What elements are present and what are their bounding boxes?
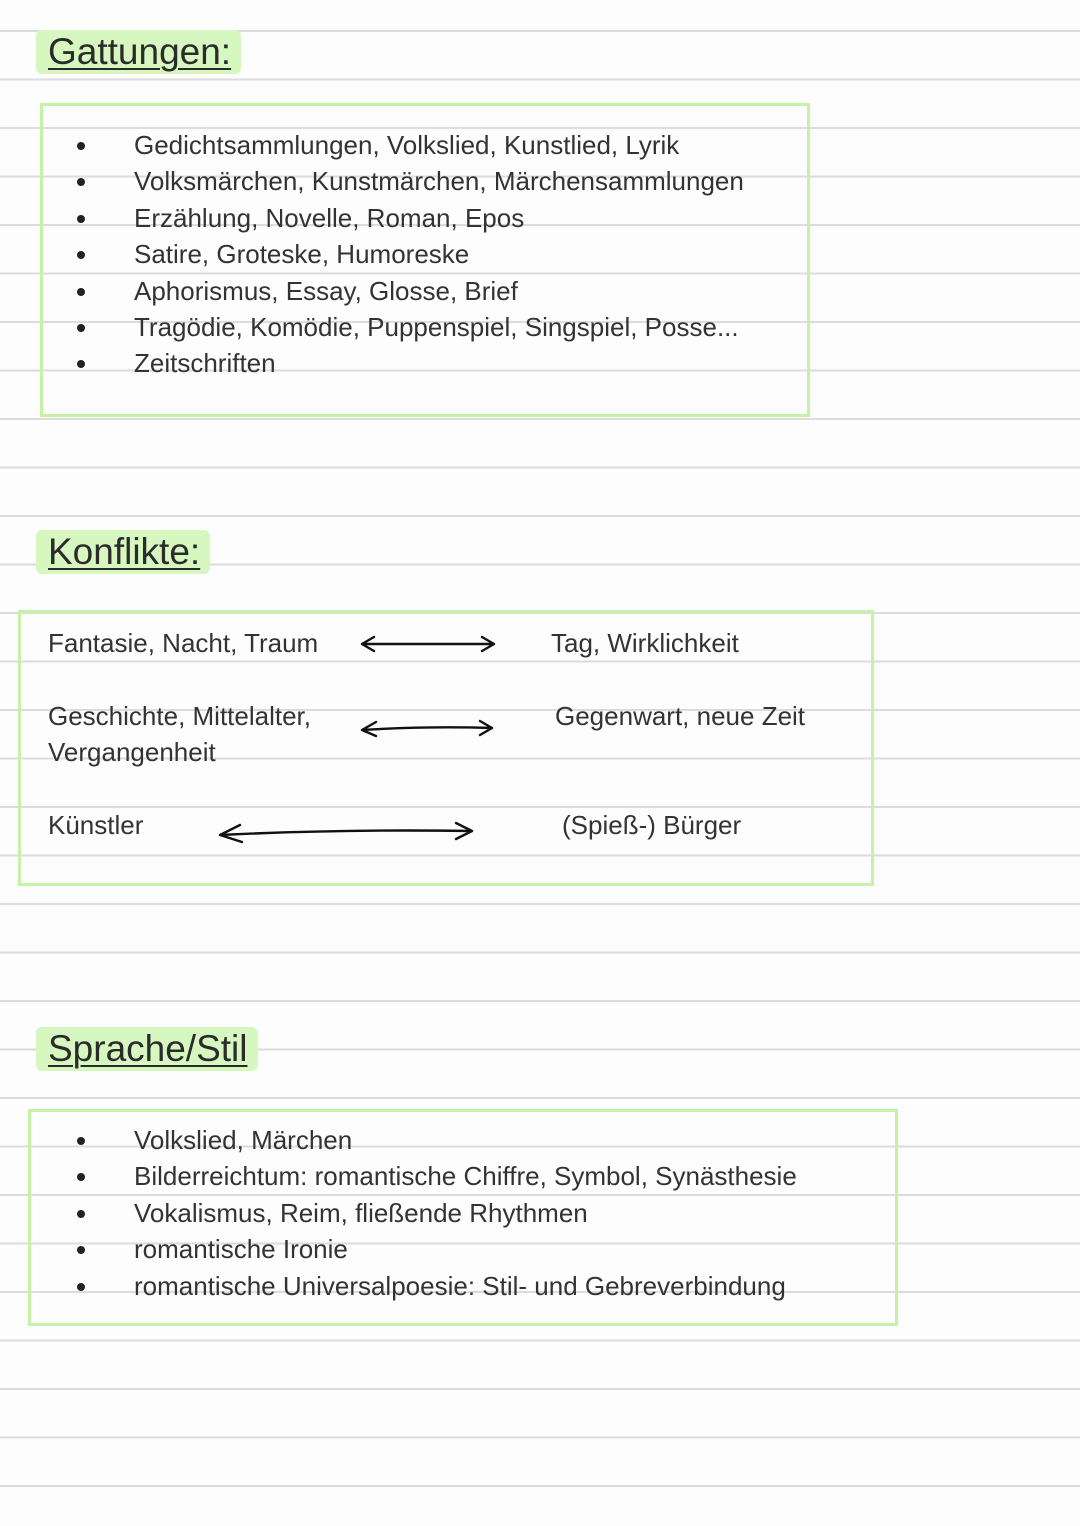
list-item: Gedichtsammlungen, Volkslied, Kunstlied,… bbox=[48, 127, 744, 163]
conflict-left-2: Geschichte, Mittelalter, Vergangenheit bbox=[48, 701, 311, 767]
conflict-left-1: Fantasie, Nacht, Traum bbox=[48, 628, 319, 658]
list-item: romantische Universalpoesie: Stil- und G… bbox=[48, 1268, 797, 1304]
bullet-icon bbox=[77, 323, 85, 332]
gattungen-box bbox=[40, 103, 810, 417]
bullet-icon bbox=[77, 287, 85, 296]
konflikte-box bbox=[18, 610, 874, 886]
conflict-left-3: Künstler bbox=[48, 810, 144, 840]
list-item: Volkslied, Märchen bbox=[48, 1122, 797, 1158]
sprache-list: Volkslied, Märchen Bilderreichtum: roman… bbox=[48, 1122, 797, 1304]
bullet-icon bbox=[77, 1246, 85, 1255]
list-item: Vokalismus, Reim, fließende Rhythmen bbox=[48, 1195, 797, 1231]
double-arrow-icon bbox=[360, 635, 496, 653]
heading-sprache-stil: Sprache/Stil bbox=[36, 1027, 258, 1071]
list-item: Aphorismus, Essay, Glosse, Brief bbox=[48, 273, 744, 309]
bullet-icon bbox=[77, 178, 85, 187]
bullet-icon bbox=[77, 1137, 85, 1145]
heading-gattungen: Gattungen: bbox=[36, 30, 242, 74]
double-arrow-icon bbox=[360, 719, 494, 738]
double-arrow-icon bbox=[218, 821, 474, 844]
bullet-icon bbox=[77, 1282, 85, 1291]
bullet-icon bbox=[77, 251, 85, 260]
heading-konflikte: Konflikte: bbox=[36, 530, 211, 574]
bullet-icon bbox=[77, 214, 85, 223]
gattungen-list: Gedichtsammlungen, Volkslied, Kunstlied,… bbox=[48, 127, 744, 382]
conflict-right-2: Gegenwart, neue Zeit bbox=[555, 701, 806, 731]
bullet-icon bbox=[77, 1173, 85, 1182]
list-item: Bilderreichtum: romantische Chiffre, Sym… bbox=[48, 1158, 797, 1194]
conflict-right-1: Tag, Wirklichkeit bbox=[551, 628, 739, 658]
list-item: Satire, Groteske, Humoreske bbox=[48, 236, 744, 272]
list-item: Tragödie, Komödie, Puppenspiel, Singspie… bbox=[48, 309, 744, 345]
bullet-icon bbox=[77, 142, 85, 150]
conflict-right-3: (Spieß-) Bürger bbox=[562, 810, 742, 840]
list-item: Volksmärchen, Kunstmärchen, Märchensamml… bbox=[48, 163, 744, 199]
list-item: Erzählung, Novelle, Roman, Epos bbox=[48, 200, 744, 236]
sprache-box bbox=[28, 1109, 898, 1326]
bullet-icon bbox=[77, 360, 85, 369]
list-item: Zeitschriften bbox=[48, 345, 744, 381]
list-item: romantische Ironie bbox=[48, 1231, 797, 1267]
bullet-icon bbox=[77, 1209, 85, 1218]
